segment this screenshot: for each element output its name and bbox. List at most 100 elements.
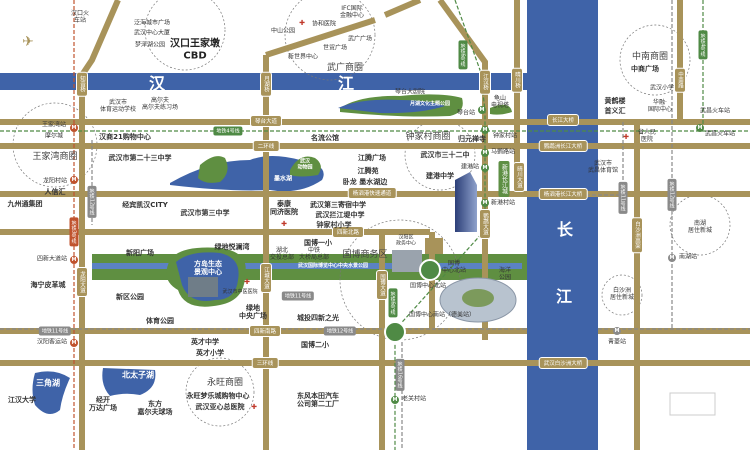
place: 墨水湖 — [273, 175, 293, 183]
metro-station-icon: M — [481, 199, 489, 207]
place: 梦泽湖公园 — [134, 41, 166, 49]
place: 武汉小学 — [649, 84, 675, 92]
station-mayinglu: 马鹦路站 — [490, 148, 516, 156]
station-wuchang-railway: 武昌火车站 — [699, 107, 731, 115]
metro-line4: 地铁4号线 — [213, 126, 243, 136]
road-baishazhou-bridge: 武汉白沙洲大桥 — [538, 357, 588, 369]
road-erhuan: 二环线 — [252, 140, 280, 152]
place: 东方 嘉尔夫球场 — [137, 399, 173, 416]
place: 新阳广场 — [126, 248, 154, 257]
road-qingchuan-ave: 晴川大道 — [513, 162, 525, 192]
station-guobo-south: 国博中心南站（德美站） — [408, 311, 476, 319]
metro-line6-north: 地铁6号线 — [458, 40, 468, 70]
interchange-station-icon — [384, 321, 406, 343]
airplane-icon: ✈ — [22, 34, 34, 50]
place: 武汉国际博览中心中央水景公园 — [297, 263, 369, 270]
road-yuehu-bridge: 月湖桥 — [260, 71, 272, 97]
road-baishazhou-elevated: 白沙洲高架 — [631, 217, 643, 253]
place: 江腾广场 — [358, 153, 386, 162]
place: 武汉市第二十三中学 — [108, 153, 172, 162]
place: 城投四新之光 — [297, 313, 339, 322]
place: 国博二小 — [301, 340, 329, 349]
place: 黄鹤楼 — [604, 96, 626, 105]
station-hanyang-bus: 汉阳客运站 — [36, 338, 68, 346]
road-longyang: 龙阳大道 — [76, 267, 88, 297]
place: 海洋 公园 — [498, 267, 512, 281]
place: 江汉大学 — [8, 395, 36, 404]
place: 武汉第三寄宿中学 — [310, 200, 366, 209]
place: 摩尔城 — [44, 132, 64, 140]
metro-station-icon: M — [478, 106, 486, 114]
place: 泰康 同济医院 — [270, 199, 298, 216]
han-river-label: 汉 — [148, 74, 166, 93]
place: 中山公园 — [270, 27, 296, 35]
station-wuchang-railway-2: 武昌火车站 — [704, 130, 736, 138]
place: 绿地悦澜湾 — [214, 242, 250, 251]
metro-line11-east: 地铁11号线 — [281, 291, 315, 301]
metro-station-icon: M — [70, 256, 78, 264]
place: 建港中学 — [426, 171, 454, 180]
place: 英才小学 — [196, 348, 224, 357]
metro-station-icon: M — [391, 396, 399, 404]
metro-line12: 地铁12号线 — [323, 326, 357, 336]
metro-station-icon: M — [481, 149, 489, 157]
fangdao-render — [188, 277, 218, 297]
station-xingangcun: 新港村站 — [490, 199, 516, 207]
place: 月湖文化主题公园 — [409, 101, 451, 108]
government-center — [392, 250, 422, 272]
turtle-hill-park — [490, 104, 512, 115]
station-guobo-north: 国博中心北站 — [409, 282, 447, 290]
place: 国博一小 — [304, 238, 332, 247]
place: 武汉中心大厦 — [133, 29, 171, 37]
place: 省人民 医院 — [637, 129, 657, 143]
district-wangjiawan: 王家湾商圈 — [32, 151, 78, 162]
station-wangjiawan: 王家湾站 — [41, 121, 67, 129]
station-qintai: 琴台站 — [456, 109, 476, 117]
place: 九州通集团 — [7, 199, 43, 208]
metro-station-icon: M — [70, 339, 78, 347]
metro-line4-vertical: 地铁4号线 — [698, 30, 708, 60]
place: 国博 中心北站 — [441, 260, 467, 274]
yangtze-label: 长 — [556, 220, 574, 239]
road-jiangcheng: 江城大道 — [260, 263, 272, 293]
station-laoguancun: 老关村站 — [401, 395, 427, 403]
road-sixin-north: 四新北路 — [331, 226, 365, 238]
place: 琴台大剧院 — [394, 88, 426, 96]
fangdao-channel — [92, 263, 522, 269]
place: 武汉拦江堤中学 — [315, 210, 365, 219]
place: 东风本田汽车 公司第二工厂 — [297, 391, 339, 408]
station-longyangcun: 龙阳村站 — [42, 177, 68, 185]
station-qingling: 青菱站 — [607, 338, 627, 346]
place: 湖北 交投总部 — [269, 247, 295, 261]
project-logo — [425, 238, 443, 254]
place: 武汉市中医医院 — [222, 289, 258, 296]
district-zhongjiacun: 钟家村商圈 — [405, 131, 451, 142]
place: 汉阳区 政务中心 — [395, 234, 417, 246]
place: 武广广场 — [347, 35, 373, 43]
metro-line6: 地铁6号线 — [388, 288, 398, 318]
station-hankou-railway: 汉口火车站 — [70, 10, 89, 24]
place: 高尔夫 高尔夫练习场 — [141, 97, 179, 111]
district-baishazhou: 白沙洲 居住新城 — [609, 287, 635, 301]
metro-station-icon: M — [70, 124, 78, 132]
place: 中商广场 — [631, 64, 659, 73]
place: 三角湖 — [36, 378, 60, 388]
place: 江腾苑 — [357, 166, 379, 175]
sanjiao-lake — [32, 371, 70, 414]
place: 武汉亚心总医院 — [195, 402, 245, 411]
place: IFC国际 金融中心 — [339, 5, 365, 19]
place: 龟山 电视塔 — [490, 95, 510, 109]
metro-line16: 地铁16号线 — [395, 358, 405, 392]
zoo-park — [290, 156, 321, 177]
district-guobo: 国博商务区 — [342, 249, 388, 260]
place: 北太子湖 — [122, 370, 154, 380]
metro-station-icon: M — [70, 176, 78, 184]
metro-line3: 地铁3号线 — [69, 217, 79, 247]
station-zhongjiacun: 钟家村站 — [492, 132, 518, 140]
district-fangdao: 方岛生态 景观中心 — [194, 259, 222, 276]
place: 武汉 动物园 — [297, 158, 313, 170]
hospital-icon: ✚ — [299, 19, 305, 27]
place: 名流公馆 — [311, 133, 339, 142]
metro-station-icon: M — [613, 327, 621, 335]
